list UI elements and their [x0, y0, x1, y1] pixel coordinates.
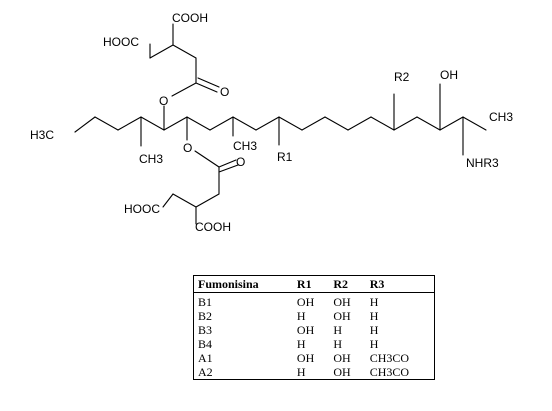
cell-name: A2 [198, 365, 213, 379]
cell-name: B2 [198, 309, 213, 323]
nhr3-label: NHR3 [466, 156, 499, 170]
bond [140, 116, 165, 131]
table-row: B1 OH OH H [194, 293, 435, 310]
o-ester-top-label: O [159, 94, 168, 108]
ch3-mid-label: CH3 [233, 139, 257, 153]
bond [197, 77, 220, 88]
ch3-right-label: CH3 [489, 110, 513, 124]
r1-label: R1 [277, 150, 293, 164]
bond [255, 116, 280, 131]
table-row: B4 H H H [194, 337, 435, 351]
header-r3: R3 [365, 275, 435, 293]
substituent-bonds [140, 83, 464, 156]
oh-label: OH [440, 68, 458, 82]
header-fumonisina: Fumonisina [193, 275, 293, 293]
bottom-ester-group [162, 150, 239, 225]
cell-r1: OH [296, 295, 315, 309]
bond [278, 116, 303, 131]
r2-label: R2 [394, 70, 410, 84]
cell-r3: H [369, 323, 379, 337]
top-ester-group [149, 23, 220, 97]
cell-name: B4 [198, 337, 213, 351]
cell-r3: H [369, 337, 379, 351]
cell-r2: OH [333, 351, 351, 365]
cooh-top-label: COOH [172, 11, 208, 25]
bond [416, 116, 441, 131]
header-r1: R1 [292, 275, 330, 293]
fumonisin-table: Fumonisina R1 R2 R3 B1 OH OH H B2 H OH H… [193, 275, 435, 380]
cell-r1: H [296, 337, 306, 351]
bond [218, 159, 237, 168]
hooc-top-label: HOOC [103, 35, 139, 49]
cell-r3: CH3CO [369, 351, 410, 365]
bond [74, 116, 96, 133]
bond [301, 116, 326, 131]
bond [94, 116, 119, 131]
cell-r2: H [333, 337, 342, 351]
cell-r3: H [369, 309, 379, 323]
bond [194, 150, 220, 168]
bond [324, 116, 349, 131]
bond [195, 193, 220, 208]
table-row: A1 OH OH CH3CO [194, 351, 435, 365]
bond [370, 116, 395, 131]
bond [462, 116, 487, 131]
bond [232, 116, 257, 131]
cell-r2: H [333, 323, 342, 337]
bond [209, 116, 234, 131]
hooc-bottom-label: HOOC [124, 202, 160, 216]
cell-r1: H [296, 309, 306, 323]
header-r2: R2 [329, 275, 366, 293]
bond [347, 116, 372, 131]
bond [117, 116, 142, 131]
cell-r2: OH [333, 309, 351, 323]
bond [172, 193, 197, 208]
backbone-chain [74, 116, 487, 133]
bond [439, 116, 464, 131]
table-row: B2 H OH H [194, 309, 435, 323]
cell-r1: OH [296, 351, 315, 365]
cell-r2: OH [333, 365, 351, 379]
table-row: A2 H OH CH3CO [194, 365, 435, 380]
bond [149, 44, 174, 59]
cell-r3: CH3CO [369, 365, 410, 379]
cell-r3: H [369, 295, 379, 309]
bond [393, 116, 418, 131]
ch3-left-label: CH3 [139, 152, 163, 166]
bond [172, 44, 197, 59]
bond [195, 82, 218, 93]
cooh-bottom-label: COOH [195, 220, 231, 234]
table-row: B3 OH H H [194, 323, 435, 337]
o-carbonyl-top-label: O [220, 85, 229, 99]
cell-name: B3 [198, 323, 213, 337]
bond [186, 116, 211, 131]
cell-r2: OH [333, 295, 351, 309]
cell-name: A1 [198, 351, 213, 365]
o-carbonyl-bottom-label: O [236, 155, 245, 169]
cell-r1: H [296, 365, 306, 379]
fumonisin-structure: COOH HOOC O O H3C CH3 O O CH3 R1 R2 OH C… [30, 11, 513, 234]
h3c-label: H3C [30, 128, 54, 142]
bond [162, 193, 174, 208]
bond [218, 164, 239, 173]
o-ester-bottom-label: O [183, 141, 192, 155]
bond [171, 82, 197, 97]
cell-r1: OH [296, 323, 315, 337]
table-header-row: Fumonisina R1 R2 R3 [193, 275, 435, 293]
bond [163, 116, 188, 131]
cell-name: B1 [198, 295, 213, 309]
